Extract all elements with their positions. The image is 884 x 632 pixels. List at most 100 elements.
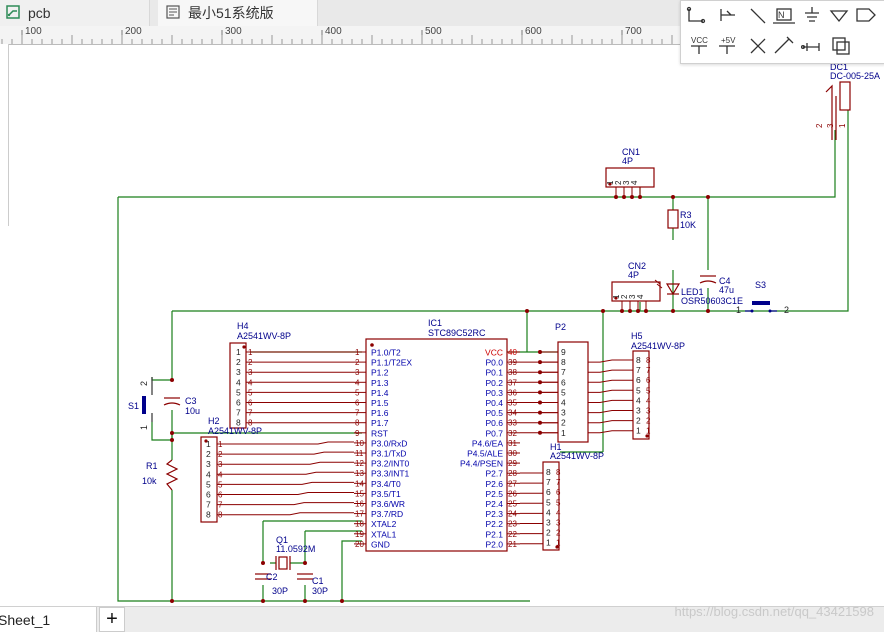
- q1-value: 11.0592M: [276, 544, 315, 554]
- ground-tool-icon[interactable]: [805, 7, 819, 22]
- h4-ref: H4: [237, 321, 249, 331]
- p2-pin: 3: [561, 408, 566, 418]
- h1-pin: 2: [546, 528, 551, 538]
- netport-tool-icon[interactable]: [856, 8, 876, 22]
- add-sheet-label: +: [106, 608, 118, 630]
- p2-junction: [538, 350, 542, 354]
- r3-value: 10K: [680, 220, 696, 230]
- ic1-pin-number: 28: [508, 469, 517, 478]
- ic1-pin-number: 3: [355, 368, 360, 377]
- p2-junction: [538, 370, 542, 375]
- ic1-pin-number: 9: [355, 429, 360, 438]
- led1-diode[interactable]: LED1 OSR50603C1E: [654, 279, 743, 306]
- p2-pin: 7: [561, 367, 566, 377]
- ic1-pin-name: P0.7: [486, 428, 504, 438]
- ic1-pin-number: 24: [508, 510, 517, 519]
- ruler-tick-label: 700: [625, 26, 642, 37]
- h2-ref: H2: [208, 416, 220, 426]
- cn2-pin: 2: [620, 294, 629, 299]
- ruler-tick-label: 100: [25, 26, 42, 37]
- bus-tool-icon[interactable]: [720, 9, 735, 21]
- q1-crystal[interactable]: Q1 11.0592M: [275, 535, 315, 570]
- left-panel-edge[interactable]: [0, 44, 9, 226]
- h5-pin-num: 2: [646, 417, 651, 426]
- wire-tool-icon[interactable]: [686, 6, 706, 24]
- line-tool-icon[interactable]: [750, 8, 766, 24]
- ic1-pin-name: P1.2: [371, 368, 389, 378]
- p2-pin: 6: [561, 377, 566, 387]
- schematic-doc-icon: [166, 4, 180, 22]
- ic1-pin-name: P3.2/INT0: [371, 459, 410, 469]
- netlabel-tool-icon[interactable]: [773, 8, 795, 24]
- h4-pin-num: 1: [248, 348, 253, 357]
- s3-switch[interactable]: S3 1 2: [736, 280, 789, 315]
- h2-pin-num: 7: [218, 501, 223, 510]
- ic1-pin-number: 11: [355, 449, 364, 458]
- cn1-pin: 3: [622, 180, 631, 185]
- h2-pin-num: 1: [218, 440, 223, 449]
- ic1-pin-name: P3.7/RD: [371, 509, 403, 519]
- h4-pin-num: 7: [248, 409, 253, 418]
- h2-pin-num: 8: [218, 511, 223, 520]
- c1-value: 30P: [312, 586, 328, 596]
- ruler-tick-label: 500: [425, 26, 442, 37]
- r3-resistor[interactable]: R3 10K: [667, 209, 696, 230]
- h5-part: A2541WV-8P: [631, 341, 685, 351]
- probe-tool-icon[interactable]: [774, 36, 794, 54]
- sheet-tab[interactable]: Sheet_1: [0, 607, 97, 632]
- tab-pcb[interactable]: pcb: [0, 0, 150, 26]
- p2-pin: 2: [561, 418, 566, 428]
- c2-ref: C2: [266, 572, 278, 582]
- p2-ref: P2: [555, 322, 566, 332]
- plus5v-tool-label: +5V: [721, 36, 736, 45]
- dc1-jack[interactable]: DC1 DC-005-25A 2 3 1: [815, 62, 880, 140]
- r1-resistor[interactable]: R1 10k: [142, 459, 179, 491]
- c1-capacitor[interactable]: C1 30P: [297, 573, 328, 596]
- c3-capacitor[interactable]: C3 10u: [163, 396, 200, 416]
- netflag-tool-icon[interactable]: [829, 10, 849, 23]
- ruler-tick-label: 600: [525, 26, 542, 37]
- h2-pin-num: 6: [218, 491, 223, 500]
- tab-schematic[interactable]: 最小51系统版: [158, 0, 318, 26]
- plus5v-tool-icon[interactable]: +5V: [719, 36, 736, 54]
- vcc-tool-icon[interactable]: VCC: [691, 36, 708, 54]
- h1-pin-num: 3: [556, 519, 561, 528]
- group-tool-icon[interactable]: [832, 37, 850, 55]
- cn2-ref: CN2: [628, 261, 646, 271]
- add-sheet-button[interactable]: +: [99, 607, 125, 632]
- ic1-pin-number: 19: [355, 530, 364, 539]
- ic1-pin-name: P1.4: [371, 388, 389, 398]
- pcb-doc-icon: [6, 4, 20, 22]
- h1-pin-num: 4: [556, 508, 561, 517]
- pin-tool-icon[interactable]: [800, 43, 820, 51]
- h1-pin-num: 6: [556, 488, 561, 497]
- c4-capacitor[interactable]: C4 47u: [699, 275, 734, 295]
- p2-junction: [538, 390, 542, 395]
- h5-pin: 2: [636, 416, 641, 426]
- s1-switch[interactable]: S1 2 1: [128, 377, 153, 430]
- h1-ref: H1: [550, 442, 562, 452]
- c2-capacitor[interactable]: C2 30P: [255, 572, 288, 596]
- ic1-pin-name: P0.1: [486, 368, 504, 378]
- ic1-pin-name: P1.6: [371, 408, 389, 418]
- h5-pin-num: 6: [646, 376, 651, 385]
- cn1-pin: 1: [606, 180, 615, 185]
- ic1-pin-name: P2.7: [486, 469, 504, 479]
- h4-pin-num: 6: [248, 399, 253, 408]
- no-connect-tool-icon[interactable]: [750, 38, 766, 54]
- ic1-pin-name: P1.1/T2EX: [371, 358, 412, 368]
